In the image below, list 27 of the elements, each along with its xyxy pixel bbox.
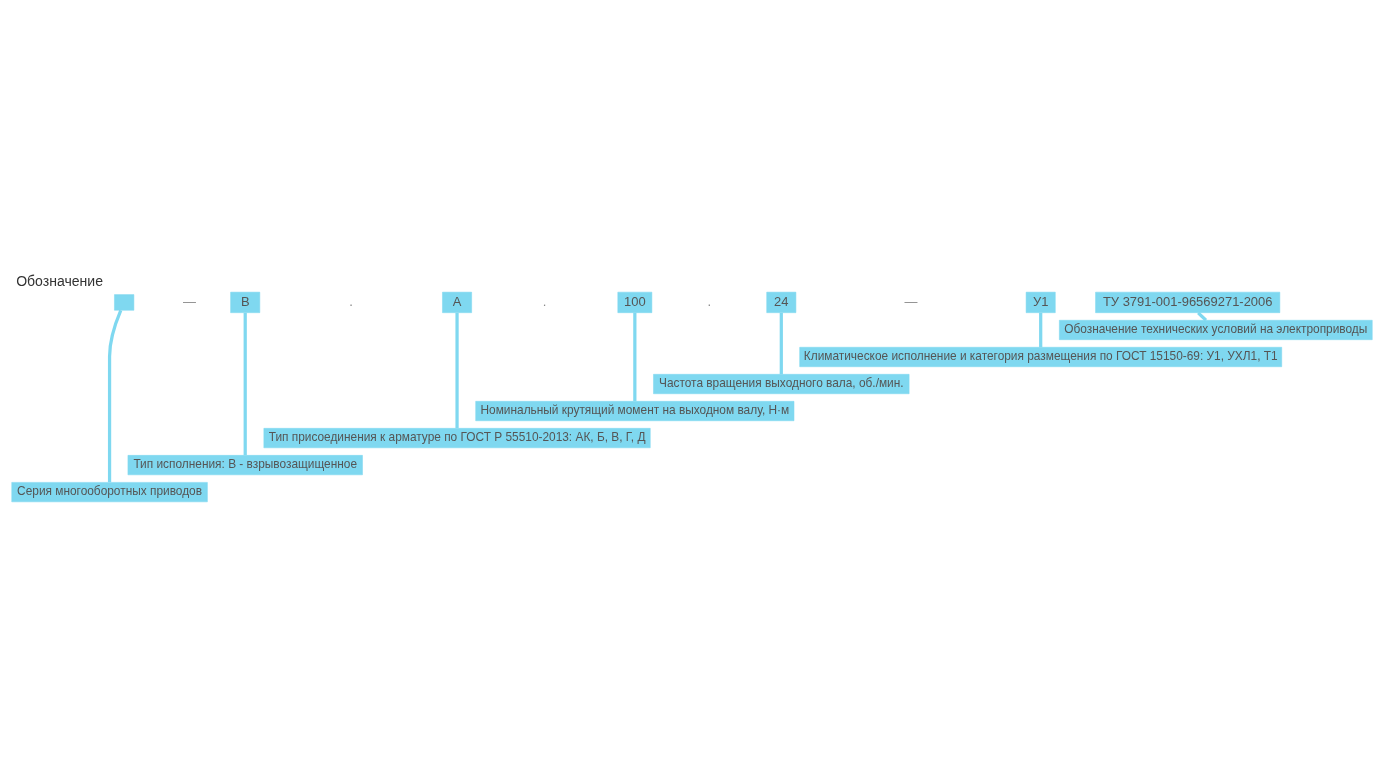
node-box: Тип присоединения к арматуре по ГОСТ Р 55510-2013: АК, Б, В, Г, Д [263,428,651,449]
node-box [114,294,135,311]
connector [633,312,637,402]
node-box: Номинальный крутящий момент на выходном валу, Н·м [475,401,795,422]
connector [455,312,459,429]
node-box: Обозначение технических условий на электроприводы [1059,320,1373,340]
node-box: У1 [1025,291,1056,313]
node-box: Климатическое исполнение и категория размещения по ГОСТ 15150-69: У1, УХЛ1, Т1 [799,347,1282,367]
node-box: Серия многооборотных приводов [11,482,208,503]
diagram-title: Обозначение [16,272,104,289]
connector [243,312,247,456]
node-box: Частота вращения выходного вала, об./мин. [653,374,910,395]
node-box: 24 [766,291,797,313]
label: — [183,293,197,309]
node-box: А [442,291,472,313]
connector [1039,312,1043,348]
label: . [542,293,547,309]
label: . [349,293,353,309]
node-box: 100 [617,291,653,313]
connector [779,312,783,375]
node-box: В [230,291,261,313]
connector [1197,311,1208,322]
node-box: ТУ 3791-001-96569271-2006 [1095,291,1281,313]
label: — [904,293,918,309]
connector [107,309,123,483]
node-box: Тип исполнения: В - взрывозащищенное [127,455,363,476]
label: . [707,293,712,309]
